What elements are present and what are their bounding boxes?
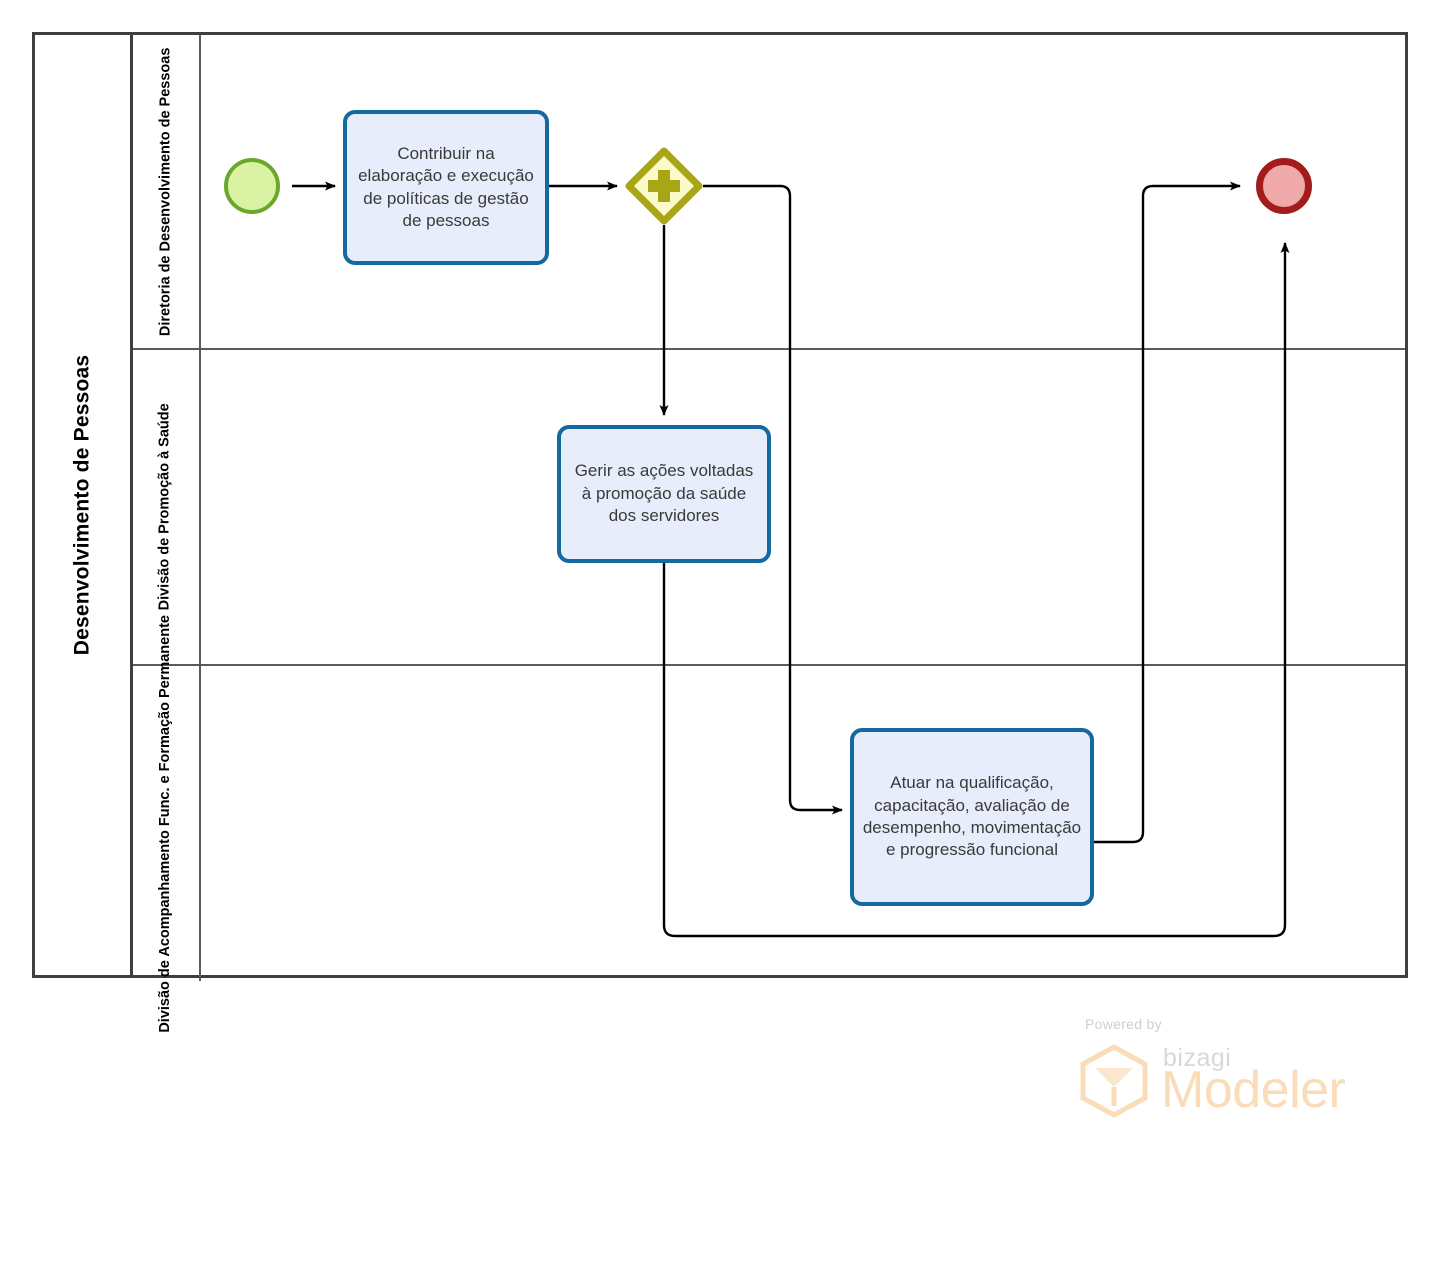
lane-diretoria-de-desenvolvimento-de-pessoas[interactable]: Diretoria de Desenvolvimento de Pessoas	[133, 35, 1405, 348]
task-atuar-qualificacao-capacitacao[interactable]: Atuar na qualificação, capacitação, aval…	[850, 728, 1094, 906]
parallel-plus-icon	[648, 170, 680, 202]
lane-divisao-de-acompanhamento-func-e-formacao-permanente[interactable]: Divisão de Acompanhamento Func. e Formaç…	[133, 615, 1405, 1032]
flow-task-qualificacao-to-end[interactable]	[1094, 181, 1241, 844]
lane-container: Diretoria de Desenvolvimento de Pessoas …	[133, 35, 1405, 1032]
lane-header-acompanhamento: Divisão de Acompanhamento Func. e Formaç…	[133, 615, 201, 1032]
lane-divisao-de-promocao-a-saude[interactable]: Divisão de Promoção à Saúde	[133, 348, 1405, 664]
task-label: Gerir as ações voltadas à promoção da sa…	[574, 461, 754, 526]
task-gerir-acoes-promocao-saude[interactable]: Gerir as ações voltadas à promoção da sa…	[557, 425, 771, 563]
lane-header-diretoria: Diretoria de Desenvolvimento de Pessoas	[133, 35, 201, 348]
pool-header: Desenvolvimento de Pessoas	[35, 35, 133, 975]
start-event[interactable]	[224, 158, 280, 214]
task-contribuir-politicas-gestao-pessoas[interactable]: Contribuir na elaboração e execução de p…	[343, 110, 549, 265]
task-label: Atuar na qualificação, capacitação, aval…	[862, 773, 1082, 860]
parallel-gateway[interactable]	[625, 147, 703, 225]
lane-header-promocao-saude: Divisão de Promoção à Saúde	[133, 350, 201, 664]
flow-gateway-to-task-qualificacao[interactable]	[703, 184, 843, 815]
task-label: Contribuir na elaboração e execução de p…	[358, 143, 534, 230]
end-event[interactable]	[1256, 158, 1312, 214]
flow-task-saude-to-end[interactable]	[662, 242, 1290, 938]
